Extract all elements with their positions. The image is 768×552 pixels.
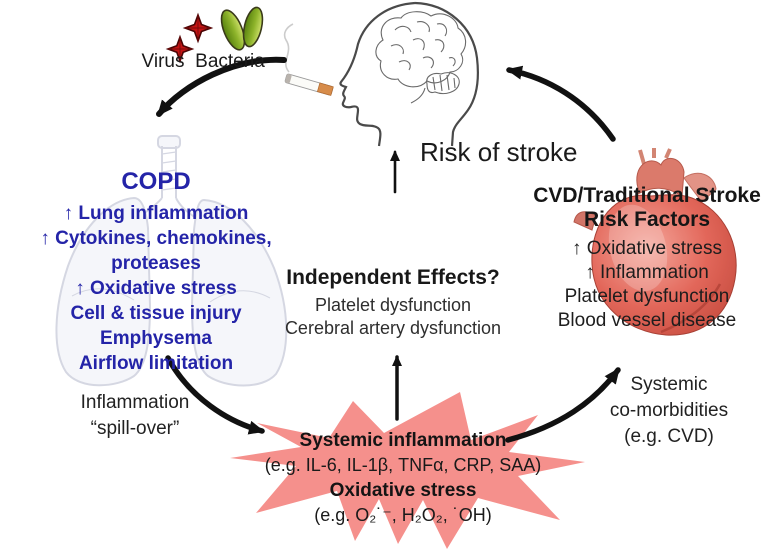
copd-title: COPD (121, 168, 191, 195)
arrow-starburst-to-heart (505, 367, 621, 443)
lungs-image (55, 135, 288, 387)
copd-item: ↑ Lung inflammation (63, 203, 249, 225)
arrow-lungs-to-starburst (165, 355, 265, 435)
spillover-line2: “spill-over” (90, 418, 180, 439)
copd-item: ↑ Oxidative stress (75, 278, 237, 300)
starburst-line-radicals: (e.g. O₂˙⁻, H₂O₂, ˙OH) (314, 505, 492, 525)
cvd-title-line2: Risk Factors (583, 208, 711, 231)
independent-effects-item: Platelet dysfunction (314, 295, 472, 316)
cvd-item: Blood vessel disease (557, 310, 737, 331)
head-brain-image (339, 1, 479, 147)
comorbidities-line3: (e.g. CVD) (624, 426, 714, 447)
starburst-text: Systemic inflammation (e.g. IL-6, IL-1β,… (240, 428, 566, 528)
starburst-line-systemic-inflammation: Systemic inflammation (299, 430, 507, 451)
cvd-item: ↑ Inflammation (585, 262, 709, 283)
copd-panel: COPD ↑ Lung inflammation ↑ Cytokines, ch… (10, 166, 302, 376)
copd-item: ↑ Cytokines, chemokines, proteases (40, 228, 272, 275)
copd-item: Airflow limitation (78, 353, 234, 375)
risk-of-stroke-label: Risk of stroke (420, 137, 578, 167)
spillover-line1: Inflammation (80, 392, 190, 413)
starburst-line-oxidative-stress: Oxidative stress (329, 480, 477, 501)
cvd-title-line1: CVD/Traditional Stroke (533, 184, 761, 207)
independent-effects-panel: Independent Effects? Platelet dysfunctio… (276, 264, 510, 340)
starburst-line-cytokines: (e.g. IL-6, IL-1β, TNFα, CRP, SAA) (264, 455, 542, 475)
cvd-item: Platelet dysfunction (564, 286, 730, 307)
independent-effects-title: Independent Effects? (286, 266, 500, 289)
copd-item: Emphysema (100, 328, 212, 350)
comorbidities-line1: Systemic (630, 374, 708, 395)
arrow-head-to-copd (156, 56, 287, 117)
systemic-comorbidities-label: Systemic co-morbidities (e.g. CVD) (594, 372, 744, 450)
cvd-item: ↑ Oxidative stress (572, 238, 722, 259)
cigarette-icon (283, 23, 334, 96)
arrow-heart-to-head (506, 65, 616, 142)
virus-icon (165, 12, 214, 64)
inflammation-spillover-label: Inflammation “spill-over” (58, 390, 212, 442)
heart-image (573, 148, 737, 336)
cvd-panel: CVD/Traditional Stroke Risk Factors ↑ Ox… (530, 184, 764, 332)
bacteria-label: Bacteria (195, 51, 265, 72)
copd-item: Cell & tissue injury (70, 303, 242, 325)
starburst-shape (230, 392, 585, 549)
virus-label: Virus (141, 51, 185, 72)
comorbidities-line2: co-morbidities (609, 400, 729, 421)
independent-effects-item: Cerebral artery dysfunction (284, 318, 502, 339)
bacteria-icon (220, 6, 264, 51)
